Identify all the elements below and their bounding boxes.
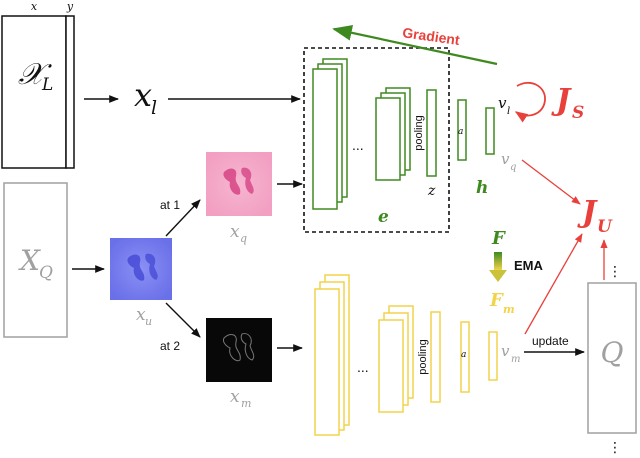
- arrow-xu-to-xm: [165, 302, 201, 338]
- queue-box: [587, 282, 637, 434]
- XQ-label: X: [18, 244, 41, 277]
- Q-label: Q: [601, 336, 624, 369]
- arrow-vq-to-JU: [521, 159, 581, 205]
- xq-subscript: q: [240, 232, 247, 245]
- encoder-pooling-label: pooling: [413, 115, 425, 150]
- xq-label: x: [230, 222, 240, 242]
- xu-label: x: [136, 305, 146, 325]
- xq-image: [206, 152, 272, 216]
- labeled-set-box: [1, 15, 75, 169]
- vm-subscript: m: [511, 354, 520, 365]
- arrow-vm-to-JU: [524, 233, 583, 335]
- F-label: F: [491, 228, 506, 249]
- JS-subscript: S: [572, 103, 584, 123]
- encoder-dashed-box: [303, 47, 450, 233]
- ema-arrow: [489, 252, 507, 282]
- encoder-dots: ...: [352, 137, 364, 153]
- gradient-label: Gradient: [401, 24, 461, 48]
- momentum-dots: ...: [357, 359, 369, 375]
- x-column-label: x: [31, 0, 38, 13]
- vq-label: v: [501, 150, 510, 168]
- encoder-a-label: a: [458, 127, 463, 137]
- ema-label: EMA: [514, 258, 544, 273]
- JU-label: J: [577, 195, 598, 230]
- momentum-pooling-label: pooling: [417, 339, 429, 374]
- XQ-subscript: Q: [39, 263, 53, 283]
- Fm-label: F: [489, 290, 504, 311]
- queue-top-dots: ⋮: [608, 263, 622, 279]
- arrow-xu-to-xq: [165, 199, 201, 237]
- momentum-encoder-layers: [314, 274, 498, 436]
- xu-image: [110, 238, 172, 300]
- xu-subscript: u: [145, 315, 152, 328]
- at1-label: at 1: [160, 198, 180, 212]
- vq-subscript: q: [510, 162, 516, 173]
- momentum-a-label: a: [461, 350, 466, 360]
- vm-label: v: [501, 342, 510, 360]
- encoder-layers: [312, 58, 495, 210]
- unlabeled-set-box: [3, 182, 68, 338]
- xl-label: x: [134, 76, 152, 114]
- xl-subscript: l: [151, 97, 157, 119]
- vl-subscript: l: [507, 106, 510, 117]
- xm-label: x: [230, 387, 240, 407]
- y-column-label: y: [66, 0, 74, 13]
- z-label: z: [427, 183, 436, 199]
- Fm-subscript: m: [503, 303, 515, 316]
- XL-subscript: L: [41, 75, 53, 95]
- update-label: update: [532, 334, 569, 348]
- xm-image: [206, 318, 272, 382]
- e-label: e: [378, 207, 389, 227]
- JU-subscript: U: [597, 217, 613, 237]
- JS-label: J: [551, 83, 572, 118]
- vl-label: v: [498, 94, 507, 112]
- xm-subscript: m: [241, 397, 251, 410]
- at2-label: at 2: [160, 339, 180, 353]
- gradient-arrow: [332, 24, 498, 66]
- queue-bottom-dots: ⋮: [608, 439, 622, 455]
- h-label: h: [476, 178, 488, 198]
- js-self-loop: [514, 81, 546, 123]
